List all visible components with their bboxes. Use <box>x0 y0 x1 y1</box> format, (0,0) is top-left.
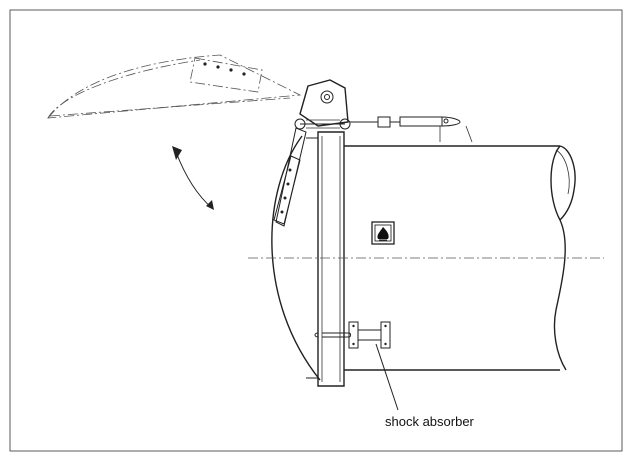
rotation-arrow <box>172 146 214 210</box>
shock-absorber-leader <box>375 343 399 411</box>
door-leaf <box>271 131 345 387</box>
flame-warning-icon <box>371 221 395 245</box>
hinge-assembly <box>273 79 351 227</box>
open-door-outline <box>47 54 302 119</box>
page-border <box>9 9 623 452</box>
shock-absorber-label: shock absorber <box>385 414 475 429</box>
shock-absorber <box>314 321 391 349</box>
strut-rod <box>350 116 473 143</box>
